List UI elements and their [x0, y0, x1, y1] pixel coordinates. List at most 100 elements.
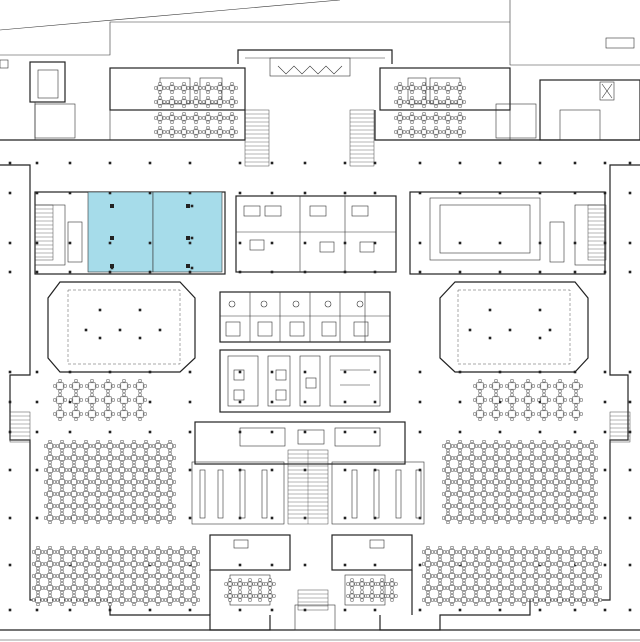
chair	[132, 590, 136, 594]
chair	[68, 586, 72, 590]
chair	[566, 448, 570, 452]
chair	[446, 448, 450, 452]
chair	[438, 558, 442, 562]
chair	[582, 590, 586, 594]
dining-table	[237, 581, 243, 587]
dining-table	[425, 573, 431, 579]
chair	[88, 598, 92, 602]
chair	[104, 504, 108, 508]
chair	[594, 468, 598, 472]
lounge-marker	[508, 328, 512, 332]
chair	[162, 86, 166, 90]
column	[270, 161, 274, 165]
chair	[120, 602, 124, 606]
chair	[60, 520, 64, 524]
chair	[264, 582, 268, 586]
column	[458, 270, 462, 274]
chair	[590, 448, 594, 452]
dining-table	[119, 597, 125, 603]
dining-table	[541, 467, 547, 473]
chair	[234, 100, 238, 104]
chair	[350, 586, 354, 590]
dining-table	[229, 99, 235, 105]
chair	[350, 590, 354, 594]
chair	[48, 464, 52, 468]
chair	[52, 492, 56, 496]
chair	[117, 398, 121, 402]
highlighted-room-marker	[110, 204, 114, 208]
chair	[482, 440, 486, 444]
chair	[554, 512, 558, 516]
chair	[104, 550, 108, 554]
chair	[72, 476, 76, 480]
chair	[426, 554, 430, 558]
chair	[64, 504, 68, 508]
chair	[478, 598, 482, 602]
chair	[198, 130, 202, 134]
chair	[546, 468, 550, 472]
chair	[526, 403, 530, 407]
column	[343, 608, 347, 612]
chair	[127, 384, 131, 388]
chair	[566, 508, 570, 512]
chair	[514, 598, 518, 602]
chair	[546, 492, 550, 496]
chair	[550, 456, 554, 460]
chair	[558, 582, 562, 586]
chair	[462, 590, 466, 594]
chair	[128, 598, 132, 602]
chair	[140, 516, 144, 520]
chair	[402, 86, 406, 90]
chair	[148, 550, 152, 554]
chair	[542, 417, 546, 421]
chair	[494, 586, 498, 590]
chair	[474, 456, 478, 460]
chair	[442, 586, 446, 590]
column	[418, 430, 422, 434]
chair	[594, 578, 598, 582]
chair	[530, 452, 534, 456]
chair	[566, 562, 570, 566]
chair	[594, 566, 598, 570]
chair	[116, 480, 120, 484]
chair	[454, 574, 458, 578]
dining-table	[481, 479, 487, 485]
chair	[188, 562, 192, 566]
chair	[499, 412, 503, 416]
column	[538, 430, 542, 434]
chair	[108, 558, 112, 562]
dining-table	[71, 585, 77, 591]
chair	[510, 516, 514, 520]
chair	[582, 582, 586, 586]
chair	[48, 448, 52, 452]
chair	[52, 444, 56, 448]
chair	[578, 508, 582, 512]
chair	[100, 516, 104, 520]
chair	[482, 484, 486, 488]
chair	[554, 508, 558, 512]
chair	[52, 516, 56, 520]
chair	[148, 562, 152, 566]
chair	[128, 574, 132, 578]
chair	[474, 566, 478, 570]
chair	[554, 472, 558, 476]
chair	[84, 484, 88, 488]
dining-table	[485, 549, 491, 555]
chair	[518, 452, 522, 456]
dining-table	[379, 581, 385, 587]
chair	[494, 508, 498, 512]
chair	[156, 558, 160, 562]
chair	[498, 602, 502, 606]
chair	[470, 500, 474, 504]
chair	[158, 104, 162, 108]
dining-table	[492, 396, 500, 404]
chair	[554, 574, 558, 578]
dining-table	[88, 382, 96, 390]
dining-table	[593, 549, 599, 555]
chair	[538, 586, 542, 590]
chair	[526, 550, 530, 554]
dining-table	[107, 479, 113, 485]
dining-table	[556, 410, 564, 418]
chair	[144, 578, 148, 582]
column	[270, 516, 274, 520]
